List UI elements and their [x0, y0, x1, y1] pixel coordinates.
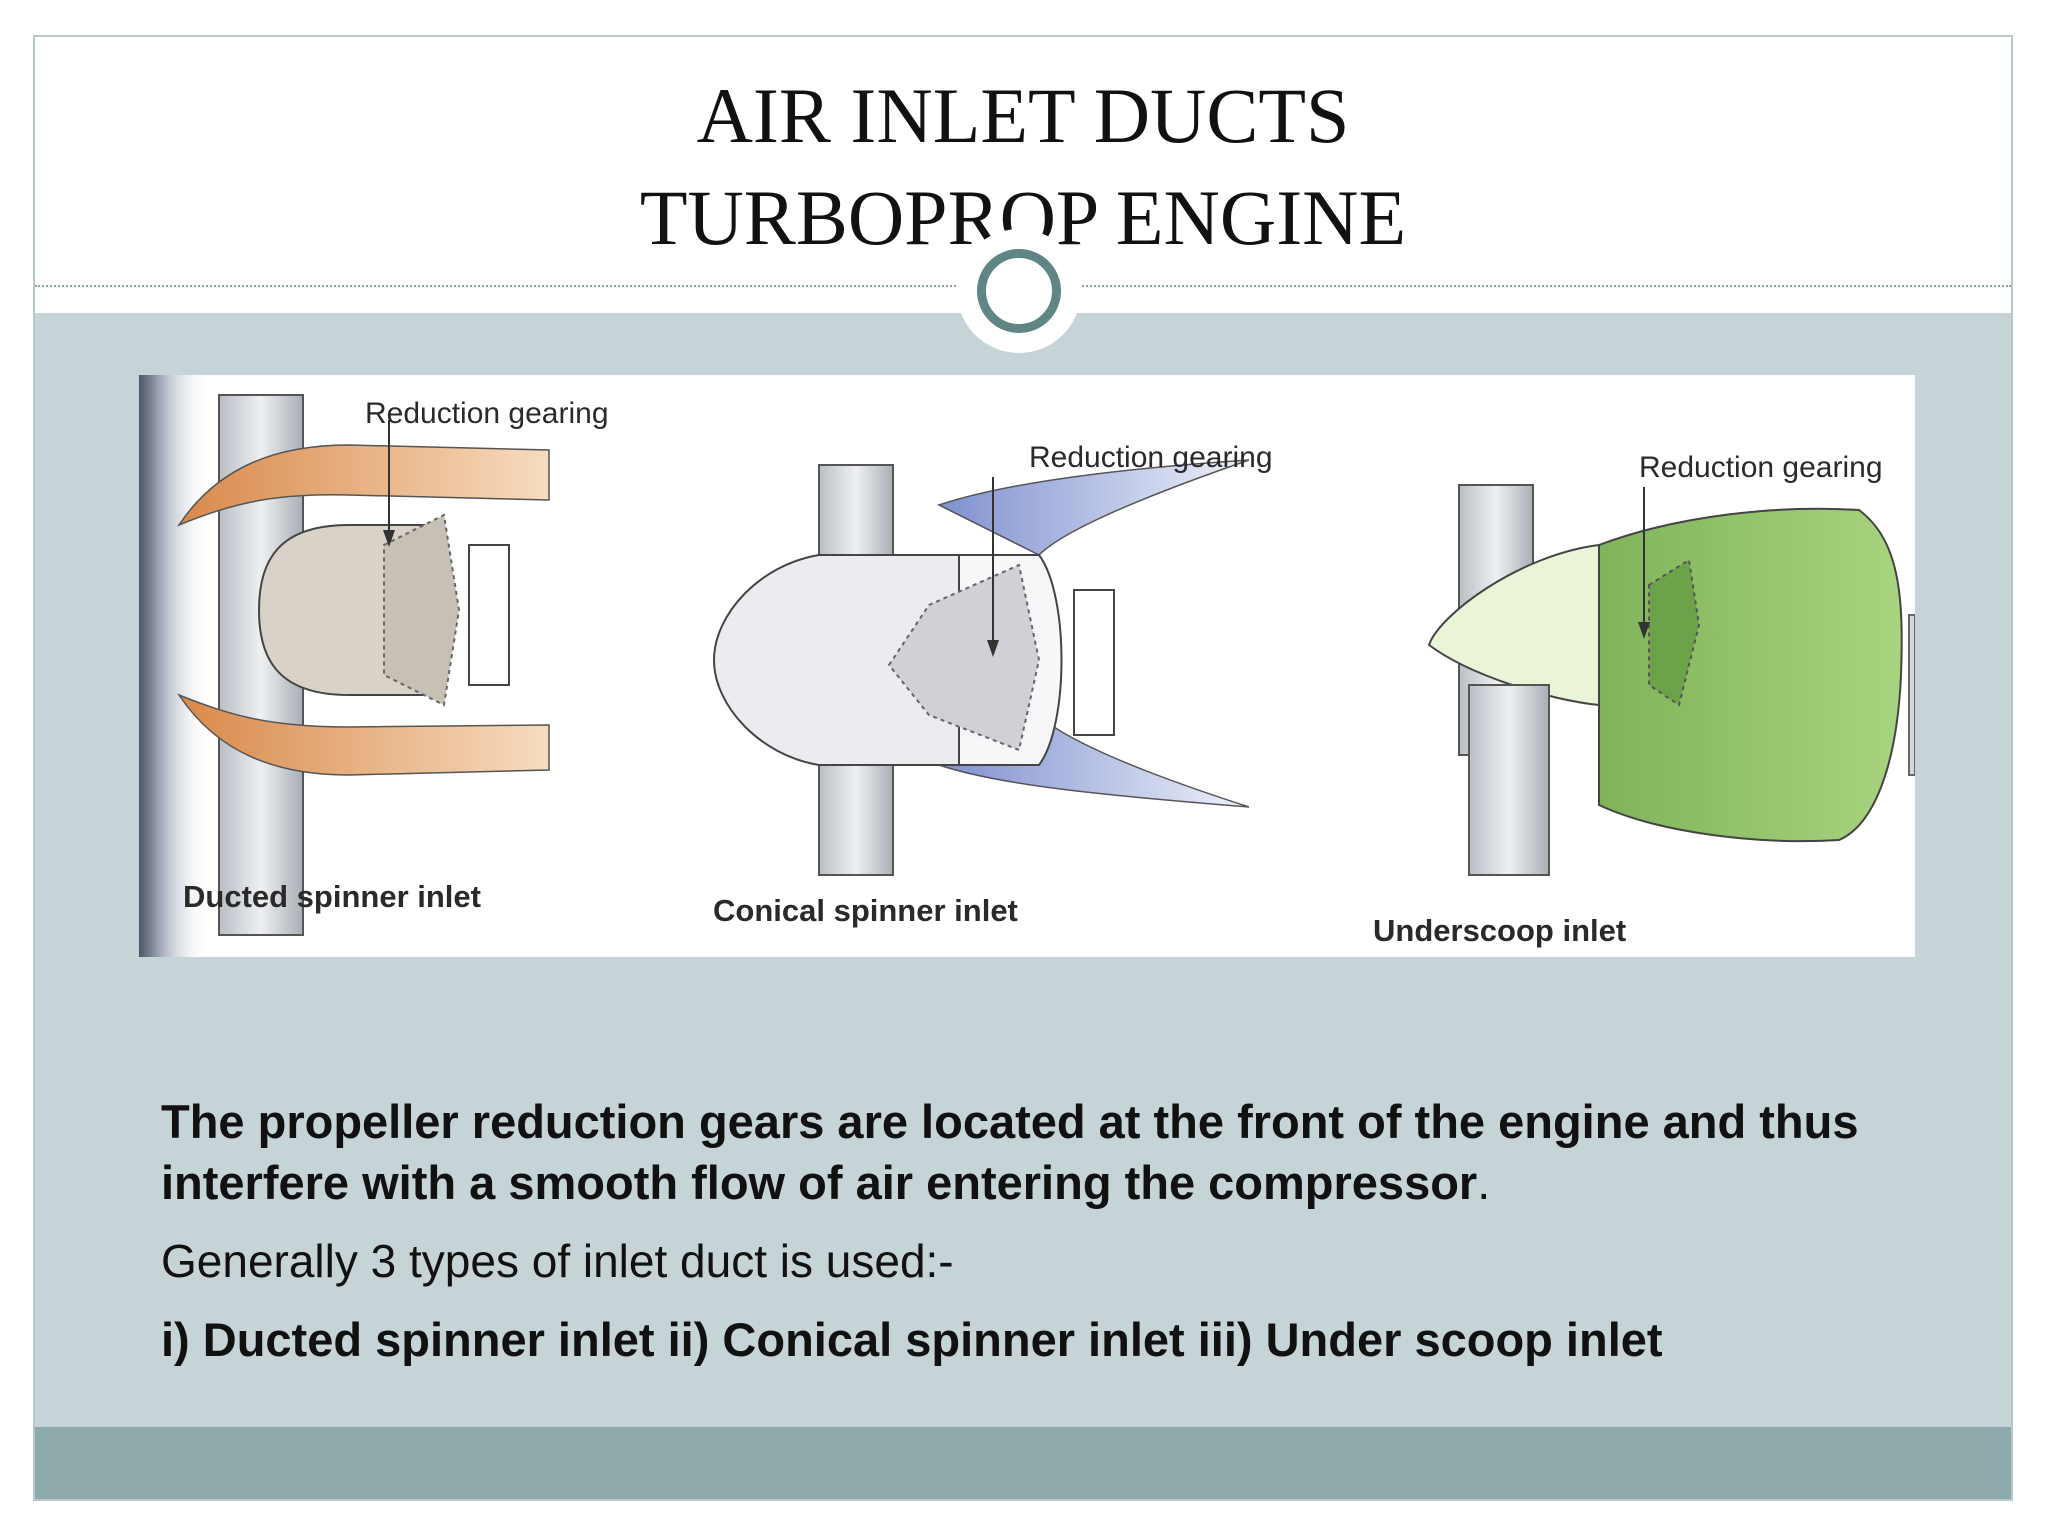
- engine-face: [1073, 589, 1115, 736]
- inlet-duct-figure: Reduction gearing Ducted spinner inlet R…: [139, 375, 1915, 957]
- gearing-arrow-icon: [1638, 622, 1650, 639]
- slide-title: AIR INLET DUCTS TURBOPROP ENGINE: [35, 65, 2011, 269]
- footer-band: [35, 1427, 2011, 1499]
- gearing-label-3: Reduction gearing: [1639, 451, 1883, 484]
- scan-shadow: [139, 375, 209, 957]
- upper-cowl: [177, 444, 550, 527]
- caption-conical: Conical spinner inlet: [713, 893, 1018, 928]
- paragraph-inlet-types-list: i) Ducted spinner inlet ii) Conical spin…: [161, 1313, 1663, 1366]
- engine-exhaust: [1908, 614, 1915, 776]
- propeller-shaft-lower: [1468, 684, 1550, 876]
- gearing-outline: [1648, 558, 1701, 707]
- gearing-arrow-icon: [383, 530, 395, 547]
- lower-cowl: [177, 693, 550, 776]
- gearing-outline: [383, 513, 461, 707]
- gearing-arrow-icon: [987, 640, 999, 657]
- gearing-label-1: Reduction gearing: [365, 397, 609, 430]
- engine-face: [468, 544, 510, 686]
- inlet-diagrams: Reduction gearing Ducted spinner inlet R…: [139, 375, 1915, 957]
- upper-duct: [937, 459, 1250, 556]
- paragraph-reduction-gears-end: .: [1477, 1156, 1491, 1209]
- paragraph-reduction-gears-main: The propeller reduction gears are locate…: [161, 1095, 1859, 1209]
- caption-ducted: Ducted spinner inlet: [183, 879, 481, 914]
- caption-underscoop: Underscoop inlet: [1373, 913, 1626, 948]
- body-text: The propeller reduction gears are locate…: [161, 1091, 1921, 1370]
- slide: AIR INLET DUCTS TURBOPROP ENGINE: [33, 35, 2013, 1501]
- underscoop-diagram: Reduction gearing Underscoop inlet: [1373, 451, 1915, 948]
- gearing-outline: [887, 563, 1041, 752]
- title-line-1: AIR INLET DUCTS: [696, 72, 1350, 159]
- gearing-label-2: Reduction gearing: [1029, 441, 1273, 474]
- paragraph-reduction-gears: The propeller reduction gears are locate…: [161, 1091, 1921, 1213]
- ducted-spinner-diagram: Reduction gearing Ducted spinner inlet: [177, 394, 609, 936]
- spinner-cone: [1427, 543, 1600, 707]
- conical-spinner: [712, 554, 960, 766]
- paragraph-inlet-types-intro: Generally 3 types of inlet duct is used:…: [161, 1235, 954, 1287]
- ornament-ring-icon: [977, 249, 1061, 333]
- conical-spinner-diagram: Reduction gearing Conical spinner inlet: [712, 441, 1273, 928]
